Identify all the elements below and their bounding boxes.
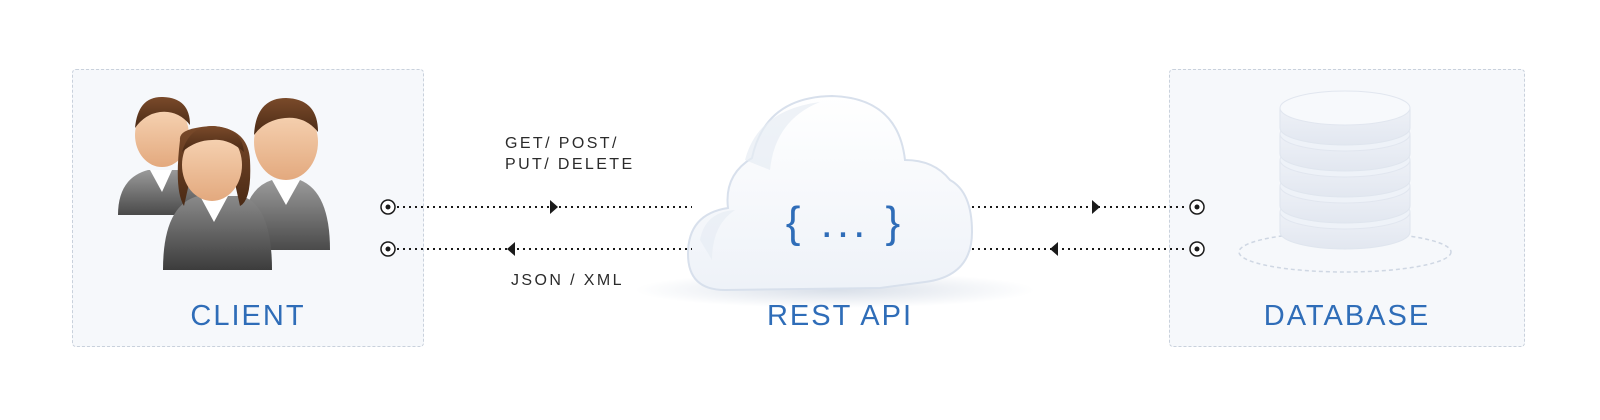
response-formats-label: JSON / XML <box>511 272 624 289</box>
response-connector-api-client <box>380 241 692 257</box>
response-connector-database-api <box>972 241 1205 257</box>
users-group-icon <box>118 96 330 270</box>
rest-api-label: REST API <box>766 300 914 332</box>
database-label: DATABASE <box>1263 300 1431 332</box>
request-methods-line2: PUT/ DELETE <box>505 156 635 173</box>
request-connector-client-api <box>380 199 692 215</box>
request-connector-api-database <box>972 199 1205 215</box>
client-label: CLIENT <box>190 300 306 332</box>
api-braces-symbol: { ... } <box>786 198 905 247</box>
cloud-icon <box>686 94 974 292</box>
database-cylinder-icon <box>1238 90 1452 273</box>
database-disk-top <box>1279 90 1411 126</box>
request-methods-line1: GET/ POST/ <box>505 135 619 152</box>
